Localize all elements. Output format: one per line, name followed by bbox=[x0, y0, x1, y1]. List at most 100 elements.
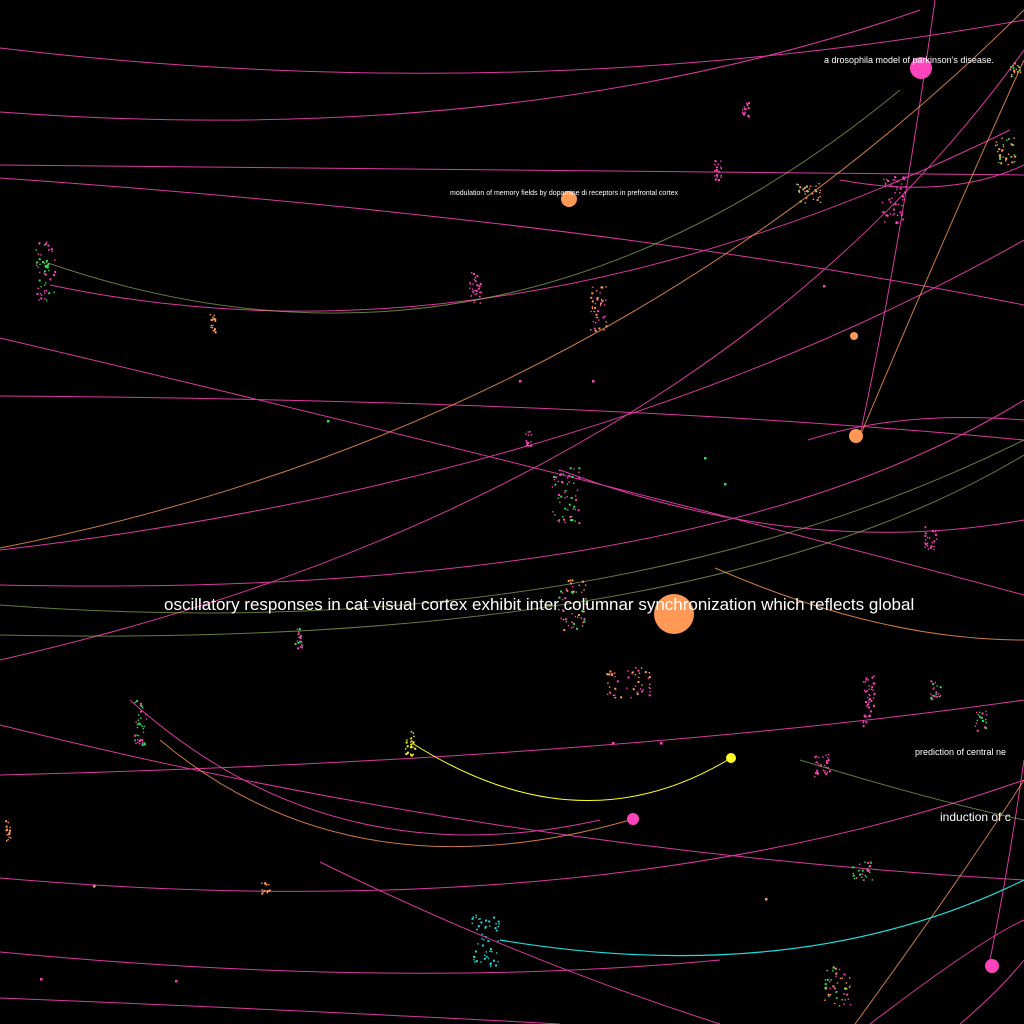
cluster-node bbox=[573, 505, 576, 508]
cluster-node bbox=[8, 833, 11, 836]
cluster-node bbox=[474, 277, 476, 279]
cluster-node bbox=[934, 530, 937, 533]
node-orange-small[interactable] bbox=[850, 332, 858, 340]
cluster-node bbox=[557, 519, 559, 522]
cluster-node bbox=[929, 537, 931, 539]
node-yellow[interactable] bbox=[726, 753, 736, 763]
node-magenta-bottom[interactable] bbox=[985, 959, 999, 973]
cluster-node bbox=[868, 865, 870, 868]
cluster-node bbox=[212, 316, 214, 318]
cluster-node bbox=[564, 497, 566, 499]
cluster-node bbox=[976, 719, 978, 722]
cluster-node bbox=[608, 673, 611, 676]
isolated-node bbox=[704, 457, 707, 460]
cluster-node bbox=[632, 671, 635, 674]
cluster-node bbox=[139, 738, 142, 741]
cluster-node bbox=[935, 538, 938, 540]
cluster-node bbox=[597, 310, 600, 313]
link-edge bbox=[0, 724, 1024, 881]
cluster-node bbox=[818, 183, 820, 185]
cluster-node bbox=[561, 592, 564, 594]
cluster-node bbox=[816, 199, 819, 202]
cluster-node bbox=[838, 1005, 841, 1007]
cluster-node bbox=[213, 314, 215, 317]
cluster-node bbox=[564, 507, 567, 510]
cluster-node bbox=[578, 471, 580, 473]
cluster-node bbox=[980, 716, 983, 718]
cluster-node bbox=[526, 441, 529, 444]
cluster-node bbox=[925, 543, 927, 546]
cluster-node bbox=[1012, 67, 1015, 70]
cluster-node bbox=[883, 178, 885, 181]
cluster-node bbox=[585, 598, 587, 600]
cluster-node bbox=[884, 185, 886, 187]
cluster-node bbox=[213, 319, 215, 321]
cluster-node bbox=[1019, 71, 1022, 74]
cluster-node bbox=[644, 671, 647, 674]
cluster-node bbox=[596, 298, 599, 301]
cluster-node bbox=[889, 201, 892, 203]
cluster-node bbox=[263, 882, 266, 885]
cluster-node bbox=[859, 863, 861, 865]
cluster-node bbox=[894, 192, 896, 194]
cluster-node bbox=[865, 690, 868, 693]
cluster-node bbox=[826, 969, 828, 972]
cluster-node bbox=[561, 481, 564, 483]
cluster-node bbox=[843, 993, 845, 995]
cluster-node bbox=[902, 195, 904, 198]
cluster-node bbox=[412, 753, 414, 756]
cluster-node bbox=[847, 998, 849, 1000]
cluster-node bbox=[596, 290, 598, 292]
cluster-node bbox=[905, 186, 907, 188]
node-orange-mid[interactable] bbox=[849, 429, 863, 443]
cluster-node bbox=[866, 869, 869, 872]
cluster-node bbox=[799, 200, 802, 203]
cluster-node bbox=[935, 696, 938, 698]
link-edge bbox=[0, 177, 1024, 306]
cluster-node bbox=[841, 999, 843, 1001]
isolated-node bbox=[40, 978, 43, 981]
cluster-node bbox=[938, 696, 941, 698]
cluster-node bbox=[469, 283, 471, 285]
cluster-node bbox=[483, 939, 485, 941]
cluster-node bbox=[638, 672, 641, 674]
cluster-node bbox=[497, 960, 499, 963]
cluster-node bbox=[412, 732, 414, 734]
cluster-node bbox=[590, 310, 592, 313]
cluster-node bbox=[6, 829, 8, 831]
node-magenta-mid[interactable] bbox=[627, 813, 639, 825]
cluster-node bbox=[212, 324, 214, 327]
cluster-node bbox=[594, 329, 597, 332]
cluster-node bbox=[817, 762, 819, 765]
node-drosophila-parkinson[interactable] bbox=[910, 57, 932, 79]
cluster-node bbox=[564, 491, 566, 494]
cluster-node bbox=[865, 679, 867, 681]
cluster-node bbox=[649, 690, 651, 693]
cluster-node bbox=[48, 292, 51, 295]
cluster-node bbox=[600, 302, 603, 305]
cluster-node bbox=[841, 977, 844, 979]
major-nodes bbox=[561, 57, 999, 973]
cluster-node bbox=[939, 695, 942, 697]
cluster-node bbox=[639, 688, 642, 690]
node-dopamine-memory[interactable] bbox=[561, 191, 577, 207]
cluster-node bbox=[1002, 144, 1005, 146]
cluster-node bbox=[137, 714, 140, 716]
cluster-node bbox=[746, 102, 748, 104]
cluster-node bbox=[530, 444, 533, 447]
node-oscillatory-responses[interactable] bbox=[654, 594, 694, 634]
cluster-node bbox=[998, 154, 1001, 157]
cluster-node bbox=[490, 962, 492, 964]
cluster-node bbox=[806, 197, 808, 199]
olive-links bbox=[0, 89, 1024, 821]
cluster-node bbox=[816, 772, 819, 775]
cluster-node bbox=[575, 591, 577, 593]
cluster-node bbox=[826, 978, 829, 981]
cluster-node bbox=[406, 745, 409, 748]
cluster-node bbox=[145, 714, 147, 716]
cluster-node bbox=[819, 192, 821, 194]
cluster-node bbox=[473, 301, 475, 303]
cluster-node bbox=[476, 293, 478, 295]
cluster-node bbox=[405, 753, 407, 755]
cluster-node bbox=[1015, 68, 1017, 71]
